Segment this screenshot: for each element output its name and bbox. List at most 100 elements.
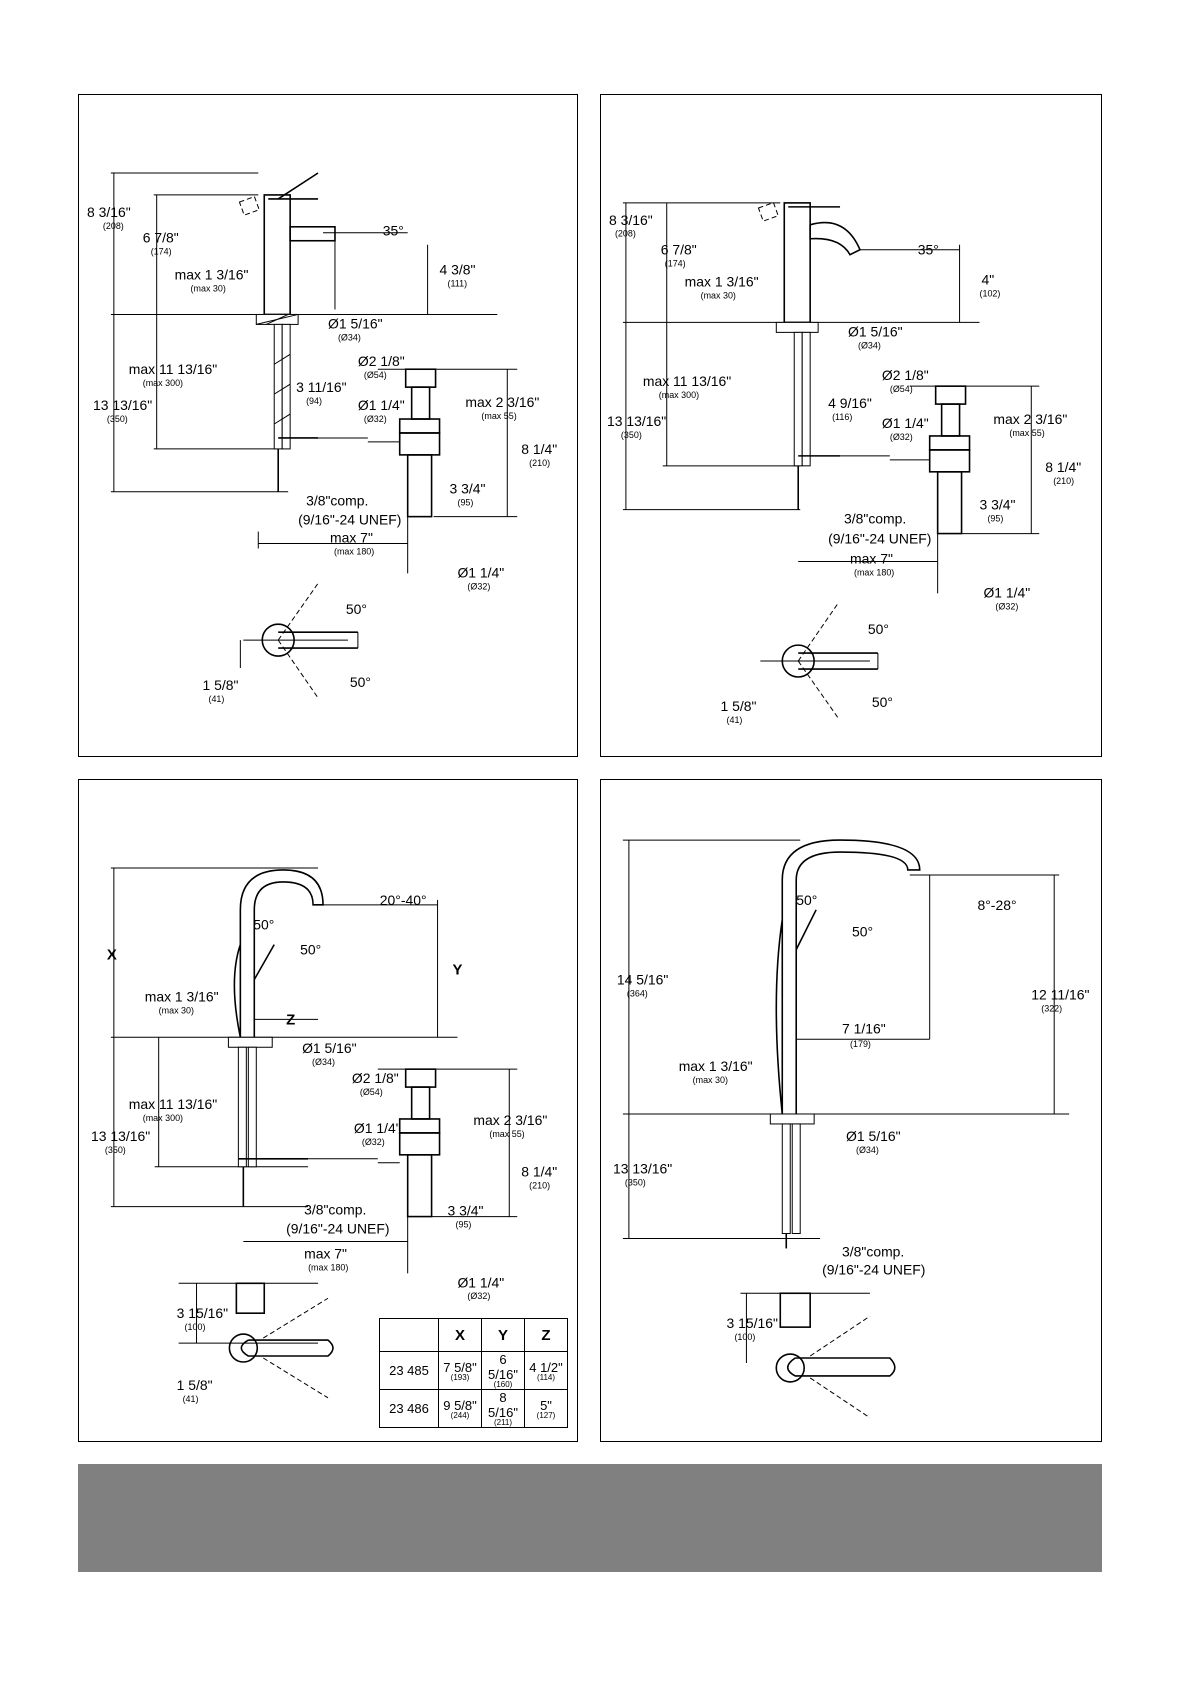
p1-hole-dia: Ø1 5/16": [328, 315, 383, 331]
cell-mm: (211): [493, 1418, 513, 1427]
p4-reach-mm: (179): [850, 1039, 871, 1049]
p1-drain-top-dia-mm: (Ø54): [364, 370, 387, 380]
p4-swivel: 8°-28°: [977, 897, 1016, 913]
drawing-panel-1: 8 3/16" (208) 6 7/8" (174) 35° 4 3/8" (1…: [78, 94, 578, 757]
p1-comp: 3/8"comp.: [306, 493, 368, 509]
table-row: 23 485 7 5/8"(193) 6 5/16"(160) 4 1/2"(1…: [379, 1351, 568, 1390]
p1-deck-max-mm: (max 30): [191, 284, 226, 294]
p1-total-below: 13 13/16": [93, 397, 152, 413]
p3-drain-max: max 2 3/16": [473, 1112, 547, 1128]
p2-below-max-mm: (max 300): [659, 390, 699, 400]
p2-hole-dia: Ø1 5/16": [848, 323, 903, 339]
p1-drain-dia: Ø1 1/4": [358, 397, 405, 413]
p3-outlet-dia-mm: (Ø32): [467, 1291, 490, 1301]
table-cell-model: 23 485: [379, 1351, 439, 1390]
p2-drain-dia-mm: (Ø32): [890, 432, 913, 442]
grey-footer-band: [78, 1464, 1102, 1572]
table-cell-x: 7 5/8"(193): [438, 1351, 482, 1390]
p3-handle-depth-mm: (100): [185, 1322, 206, 1332]
p4-unef: (9/16"-24 UNEF): [822, 1261, 925, 1277]
table-header-cell: X: [438, 1318, 482, 1352]
p1-total-below-mm: (350): [107, 414, 128, 424]
p3-handle-depth: 3 15/16": [177, 1305, 229, 1321]
p3-max7: max 7": [304, 1245, 347, 1261]
p3-lever-angle-b: 50°: [300, 942, 321, 958]
p2-offset: 4 9/16": [828, 395, 872, 411]
p1-angle: 35°: [383, 223, 404, 239]
p4-hole-dia: Ø1 5/16": [846, 1128, 901, 1144]
p3-unef: (9/16"-24 UNEF): [286, 1221, 389, 1237]
p3-comp: 3/8"comp.: [304, 1202, 366, 1218]
p4-hole-dia-mm: (Ø34): [856, 1145, 879, 1155]
p3-drain-top-dia: Ø2 1/8": [352, 1070, 399, 1086]
p1-offset-mm: (94): [306, 396, 322, 406]
p4-spout-height: 12 11/16": [1031, 986, 1089, 1002]
table-header-cell: Z: [524, 1318, 568, 1352]
p2-drain-top-dia-mm: (Ø54): [890, 384, 913, 394]
p3-drain-max-mm: (max 55): [489, 1129, 524, 1139]
table-row: 23 486 9 5/8"(244) 8 5/16"(211) 5"(127): [379, 1389, 568, 1428]
p4-handle-depth-mm: (100): [734, 1332, 755, 1342]
cell-mm: (127): [536, 1410, 556, 1420]
p3-deck-max: max 1 3/16": [145, 988, 219, 1004]
p4-comp: 3/8"comp.: [842, 1243, 904, 1259]
p1-drain-len: 8 1/4": [521, 441, 557, 457]
p4-reach: 7 1/16": [842, 1020, 886, 1036]
p2-outlet-dia: Ø1 1/4": [983, 584, 1030, 600]
p4-total-below-mm: (350): [625, 1178, 646, 1188]
p1-spout-height: 4 3/8": [440, 262, 476, 278]
p3-drain-len: 8 1/4": [521, 1164, 557, 1180]
p2-spout-height-mm: (102): [979, 289, 1000, 299]
p1-outlet-dia-mm: (Ø32): [467, 581, 490, 591]
cell-value: 6 5/16": [488, 1352, 518, 1382]
p1-unef: (9/16"-24 UNEF): [298, 512, 401, 528]
p2-deck-max: max 1 3/16": [685, 274, 759, 290]
p2-spout-height: 4": [981, 272, 994, 288]
cell-mm: (244): [450, 1410, 470, 1420]
p3-lever-w: 1 5/8": [177, 1377, 213, 1393]
p4-handle-depth: 3 15/16": [726, 1315, 778, 1331]
table-header-cell: [379, 1318, 439, 1352]
cell-mm: (160): [493, 1380, 513, 1389]
p4-total-below: 13 13/16": [613, 1161, 672, 1177]
p2-unef: (9/16"-24 UNEF): [828, 531, 931, 547]
p2-drain-max: max 2 3/16": [993, 411, 1067, 427]
p2-body-height: 6 7/8": [661, 242, 697, 258]
p2-offset-mm: (116): [832, 412, 852, 422]
p2-lever-w: 1 5/8": [721, 698, 757, 714]
p4-total-height-mm: (364): [627, 988, 648, 998]
p3-max7-mm: (max 180): [308, 1262, 348, 1272]
table-cell-y: 6 5/16"(160): [481, 1351, 525, 1390]
p2-total-below: 13 13/16": [607, 413, 666, 429]
p2-drain-max-mm: (max 55): [1009, 428, 1044, 438]
cell-mm: (114): [536, 1372, 556, 1382]
p1-tail-mm: (95): [457, 498, 473, 508]
p3-hole-dia-mm: (Ø34): [312, 1057, 335, 1067]
p1-drain-dia-mm: (Ø32): [364, 414, 387, 424]
drawing-panel-3: X Y Z 20°-40° 50° 50° max 1 3/16" (max 3…: [78, 779, 578, 1442]
p1-lever-angle-bot: 50°: [350, 674, 371, 690]
p2-deck-max-mm: (max 30): [701, 291, 736, 301]
faucet-drawing-4: 50° 50° 8°-28° 14 5/16" (364) 12 11/16" …: [613, 839, 1089, 1419]
p3-deck-max-mm: (max 30): [159, 1005, 194, 1015]
table-cell-x: 9 5/8"(244): [438, 1389, 482, 1428]
p2-total-below-mm: (350): [621, 430, 642, 440]
p2-comp: 3/8"comp.: [844, 511, 906, 527]
p1-below-max: max 11 13/16": [129, 361, 217, 377]
p1-tail: 3 3/4": [450, 481, 486, 497]
p1-body-height: 6 7/8": [143, 230, 179, 246]
p1-offset: 3 11/16": [296, 379, 346, 395]
p1-outlet-dia: Ø1 1/4": [457, 564, 504, 580]
p3-swivel: 20°-40°: [380, 892, 427, 908]
p2-outlet-dia-mm: (Ø32): [995, 601, 1018, 611]
p2-drain-len-mm: (210): [1053, 476, 1074, 486]
table-header-row: X Y Z: [379, 1318, 568, 1352]
cell-value: 7 5/8": [443, 1359, 477, 1375]
p4-spout-height-mm: (322): [1041, 1003, 1062, 1013]
p4-deck-max: max 1 3/16": [679, 1058, 753, 1074]
p2-drain-top-dia: Ø2 1/8": [882, 367, 929, 383]
p3-tail-mm: (95): [455, 1220, 471, 1230]
p2-below-max: max 11 13/16": [643, 373, 731, 389]
p3-tail: 3 3/4": [448, 1203, 484, 1219]
p1-drain-max: max 2 3/16": [465, 394, 539, 410]
